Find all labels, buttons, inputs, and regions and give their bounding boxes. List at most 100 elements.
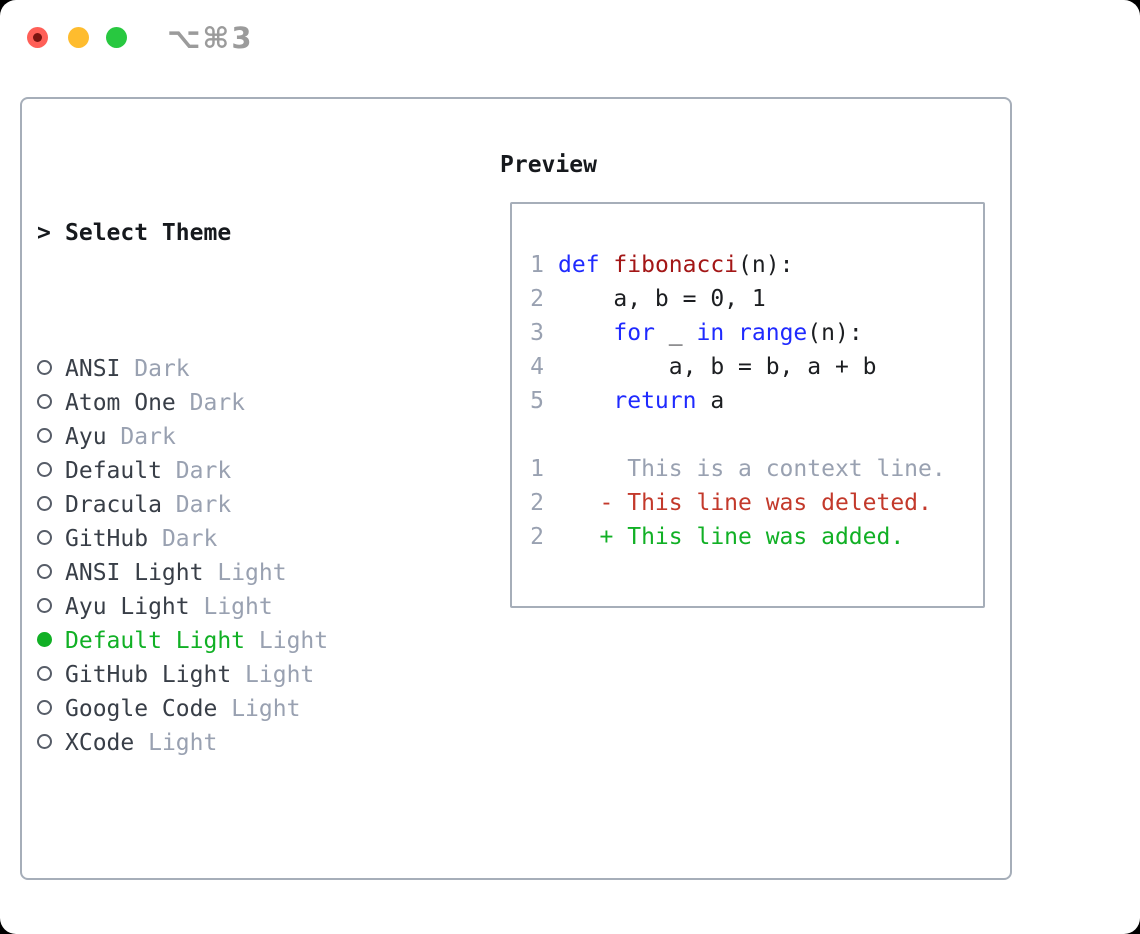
theme-option[interactable]: Ayu Light Light — [37, 590, 497, 624]
theme-variant-tag: Dark — [175, 458, 232, 484]
code-token: (n): — [738, 252, 794, 278]
radio-unselected-icon — [37, 462, 52, 477]
line-number: 5 — [530, 388, 544, 414]
radio-unselected-icon — [37, 734, 52, 749]
close-button[interactable] — [27, 27, 48, 48]
code-token — [600, 252, 614, 278]
theme-option[interactable]: GitHub Dark — [37, 522, 497, 556]
radio-unselected-icon — [37, 564, 52, 579]
code-token — [558, 320, 613, 346]
line-number: 2 — [530, 490, 544, 516]
theme-option[interactable]: Google Code Light — [37, 692, 497, 726]
code-line: 2 - This line was deleted. — [530, 486, 983, 520]
radio-unselected-icon — [37, 530, 52, 545]
option-label: Google Code — [65, 696, 218, 722]
code-token: - This line was deleted. — [558, 490, 932, 516]
theme-variant-tag: Dark — [161, 526, 218, 552]
theme-variant-tag: Light — [148, 730, 218, 756]
titlebar: ⌥⌘3 — [0, 0, 1140, 76]
theme-variant-tag: Light — [258, 628, 329, 654]
line-number: 2 — [530, 286, 544, 312]
code-line: 1 def fibonacci(n): — [530, 248, 983, 282]
minimize-button[interactable] — [68, 27, 89, 48]
radio-unselected-icon — [37, 496, 52, 511]
code-line: 2 a, b = 0, 1 — [530, 282, 983, 316]
line-number: 4 — [530, 354, 544, 380]
theme-option[interactable]: GitHub Light Light — [37, 658, 497, 692]
radio-unselected-icon — [37, 700, 52, 715]
line-number: 1 — [530, 252, 544, 278]
radio-unselected-icon — [37, 394, 52, 409]
code-line — [530, 418, 983, 452]
code-line: 2 + This line was added. — [530, 520, 983, 554]
window-title: ⌥⌘3 — [167, 21, 254, 55]
option-label: Ayu Light — [65, 594, 190, 620]
code-token — [558, 388, 613, 414]
radio-unselected-icon — [37, 428, 52, 443]
code-token: _ — [654, 320, 697, 346]
code-token: This is a context line. — [558, 456, 946, 482]
theme-variant-tag: Light — [231, 696, 301, 722]
option-label: Default Light — [65, 628, 246, 654]
code-token: + This line was added. — [558, 524, 905, 550]
code-line: 4 a, b = b, a + b — [530, 350, 983, 384]
theme-variant-tag: Dark — [175, 492, 232, 518]
option-label: GitHub Light — [65, 662, 232, 688]
option-label: ANSI — [65, 356, 121, 382]
theme-option[interactable]: Default Light Light — [37, 624, 497, 658]
code-line: 1 This is a context line. — [530, 452, 983, 486]
theme-variant-tag: Light — [245, 662, 315, 688]
theme-variant-tag: Light — [217, 560, 287, 586]
theme-variant-tag: Dark — [134, 356, 190, 382]
theme-option[interactable]: Atom One Dark — [37, 386, 497, 420]
code-token — [724, 320, 738, 346]
zoom-button[interactable] — [106, 27, 127, 48]
code-line: 3 for _ in range(n): — [530, 316, 983, 350]
theme-variant-tag: Dark — [189, 390, 246, 416]
code-token: a — [696, 388, 725, 414]
option-label: XCode — [65, 730, 135, 756]
select-theme-header: > Select Theme — [37, 216, 497, 250]
theme-option[interactable]: XCode Light — [37, 726, 497, 760]
radio-unselected-icon — [37, 598, 52, 613]
code-token: in — [696, 320, 725, 346]
radio-selected-icon — [37, 632, 52, 647]
line-number: 2 — [530, 524, 544, 550]
spacer — [37, 862, 497, 896]
code-token: range — [738, 320, 808, 346]
code-line: 5 return a — [530, 384, 983, 418]
option-label: Default — [65, 458, 162, 484]
code-token: (n): — [807, 320, 863, 346]
theme-option[interactable]: Default Dark — [37, 454, 497, 488]
code-token: for — [613, 320, 655, 346]
close-dot-icon — [33, 33, 42, 42]
line-number: 1 — [530, 456, 544, 482]
cursor-indicator: > — [37, 220, 51, 246]
line-number: 3 — [530, 320, 544, 346]
theme-option[interactable]: Ayu Dark — [37, 420, 497, 454]
theme-variant-tag: Dark — [120, 424, 176, 450]
option-label: Dracula — [65, 492, 162, 518]
theme-option[interactable]: ANSI Dark — [37, 352, 497, 386]
theme-option[interactable]: ANSI Light Light — [37, 556, 497, 590]
select-theme-label: Select Theme — [65, 220, 232, 246]
radio-unselected-icon — [37, 666, 52, 681]
code-token: fibonacci — [613, 252, 739, 278]
option-label: Ayu — [65, 424, 107, 450]
preview-label: Preview — [500, 152, 597, 178]
code-token: a, b = 0, 1 — [558, 286, 766, 312]
theme-option[interactable]: Dracula Dark — [37, 488, 497, 522]
code-token: def — [558, 252, 600, 278]
option-label: ANSI Light — [65, 560, 204, 586]
option-label: Atom One — [65, 390, 176, 416]
radio-unselected-icon — [37, 360, 52, 375]
option-label: GitHub — [65, 526, 149, 552]
code-token: a, b = b, a + b — [558, 354, 877, 380]
code-token: return — [613, 388, 697, 414]
